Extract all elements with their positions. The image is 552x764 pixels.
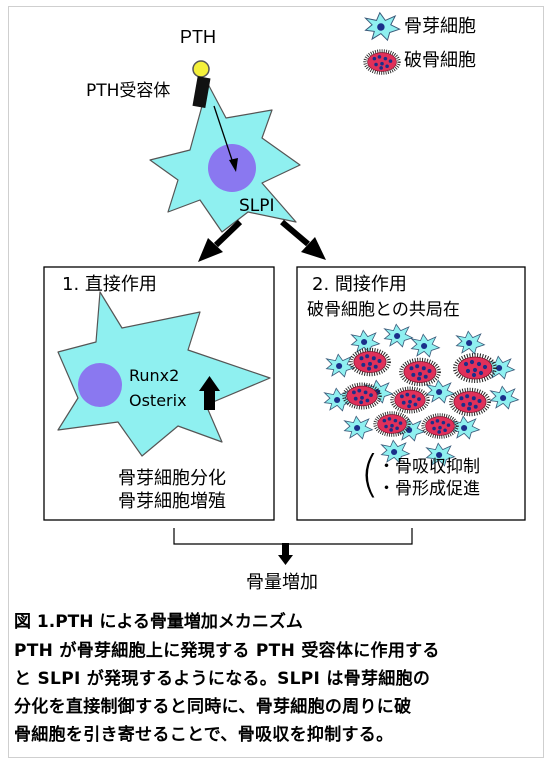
figure-frame (8, 6, 544, 758)
arrow-to-indirect (280, 219, 310, 247)
signal-arrowhead (229, 158, 238, 172)
osterix-label: Osterix (129, 391, 187, 410)
effects-paren: ( (360, 445, 380, 503)
result-arrow-icon (278, 555, 293, 565)
direct-line2: 骨芽細胞増殖 (118, 491, 226, 512)
direct-line1: 骨芽細胞分化 (118, 468, 226, 489)
pth-ligand-icon (192, 60, 210, 78)
signal-arrow (213, 105, 235, 167)
colocalization-label: 破骨細胞との共局在 (307, 300, 460, 320)
slpi-label: SLPI (239, 196, 275, 216)
figure-caption-title: 図 1.PTH による骨量増加メカニズム (14, 612, 303, 632)
direct-osteoblast-nucleus (78, 363, 122, 407)
caption-line: 骨細胞を引き寄せることで、骨吸収を抑制する。 (14, 725, 394, 745)
direct-osteoblast-cell (57, 291, 271, 457)
indirect-action-box (296, 266, 526, 521)
arrow-to-indirect-head (301, 237, 326, 260)
arrow-to-direct-head (198, 238, 223, 262)
legend-osteoblast-icon (364, 12, 401, 41)
caption-line: と SLPI が発現するようになる。SLPI は骨芽細胞の (14, 669, 431, 689)
pth-receptor-icon (192, 76, 211, 108)
legend-osteoblast-label: 骨芽細胞 (404, 16, 476, 37)
up-arrow-icon (199, 376, 220, 391)
merge-bracket (173, 528, 413, 545)
legend (363, 12, 401, 75)
legend-osteoclast-label: 破骨細胞 (404, 50, 476, 71)
indirect-line1: ・骨吸収抑制 (378, 457, 480, 477)
indirect-action-title: 2. 間接作用 (312, 274, 407, 295)
legend-osteoclast-icon (363, 49, 401, 75)
indirect-line2: ・骨形成促進 (378, 479, 480, 499)
pth-receptor-label: PTH受容体 (86, 81, 171, 101)
bone-mass-increase-label: 骨量増加 (246, 572, 318, 593)
runx2-label: Runx2 (129, 366, 180, 385)
caption-line: PTH が骨芽細胞上に発現する PTH 受容体に作用する (14, 641, 440, 661)
arrow-to-direct (213, 219, 243, 248)
direct-action-box (43, 266, 275, 521)
caption-line: 分化を直接制御すると同時に、骨芽細胞の周りに破 (14, 697, 412, 717)
pth-label: PTH (180, 27, 216, 47)
up-arrow-shaft (204, 390, 215, 410)
figure-caption-body: PTH が骨芽細胞上に発現する PTH 受容体に作用する と SLPI が発現す… (14, 637, 538, 749)
result-arrow-shaft (282, 543, 289, 556)
cell-cluster (324, 323, 519, 467)
osteoblast-nucleus (208, 144, 256, 192)
pth-mechanism-diagram (43, 12, 526, 565)
direct-action-title: 1. 直接作用 (62, 274, 157, 295)
